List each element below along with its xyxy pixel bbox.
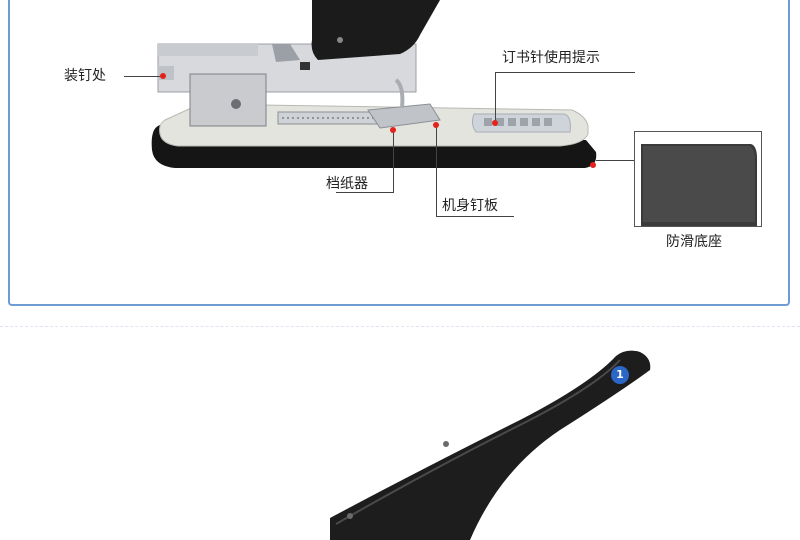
step-badge-number: 1 [616, 368, 624, 381]
leader-anti-slip-base [596, 160, 636, 161]
stapler-side-view [151, 0, 597, 168]
label-anti-slip-base: 防滑底座 [666, 234, 722, 250]
marker-staple-loading [160, 73, 166, 79]
step-badge-circle [611, 366, 629, 384]
label-staple-usage-tips: 订书针使用提示 [502, 50, 600, 66]
marker-anti-slip-base [590, 162, 596, 168]
leader-usage-tips-v [495, 72, 496, 124]
label-paper-guide: 档纸器 [326, 176, 368, 192]
marker-staple-plate [433, 122, 439, 128]
leader-staple-plate-h [436, 216, 514, 217]
marker-usage-tips [492, 120, 498, 126]
leader-paper-guide-h [336, 192, 394, 193]
anti-slip-base-detail [634, 131, 762, 227]
leader-usage-tips-h [495, 72, 635, 73]
leader-staple-plate-v [436, 126, 437, 216]
leader-staple-loading [124, 76, 164, 77]
section-divider [0, 326, 800, 327]
leader-paper-guide-v [393, 130, 394, 192]
label-staple-loading: 装钉处 [64, 68, 106, 84]
marker-paper-guide [390, 127, 396, 133]
label-body-staple-plate: 机身钉板 [442, 198, 498, 214]
